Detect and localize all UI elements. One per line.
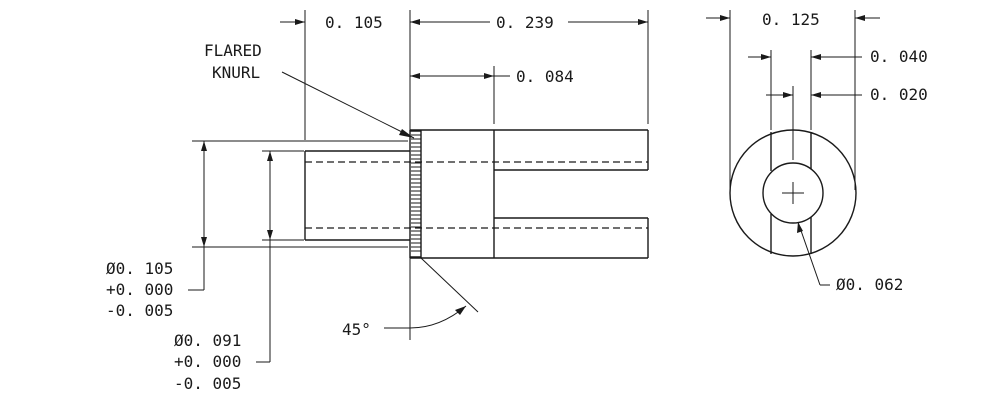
arrowhead — [797, 222, 803, 233]
arrowhead — [455, 306, 466, 315]
dim-od-label: Ø0. 105 — [106, 259, 173, 278]
arrowhead — [811, 54, 821, 60]
dim-hole-dia-label: Ø0. 062 — [836, 275, 903, 294]
arrowhead — [267, 230, 273, 240]
arrowhead — [201, 141, 207, 151]
end-view-dimensions: 0. 125 0. 040 0. 020 Ø0. 062 — [706, 10, 928, 294]
side-view-dimensions: 0. 105 0. 239 0. 084 FLARED KNURL Ø0. 10… — [106, 10, 649, 393]
dim-slot-depth-label: 0. 084 — [516, 67, 574, 86]
end-view-bore-circle — [762, 162, 824, 224]
arrowhead — [761, 54, 771, 60]
arrowhead — [720, 15, 730, 21]
dim-outer-width-label: 0. 125 — [762, 10, 820, 29]
note-knurl-line2: KNURL — [212, 63, 260, 82]
arrowhead — [201, 237, 207, 247]
knurl-hatch — [411, 134, 421, 252]
dim-od-tol-plus: +0. 000 — [106, 280, 173, 299]
dim-od-tol-minus: -0. 005 — [106, 301, 173, 320]
dim-id-label: Ø0. 091 — [174, 331, 241, 350]
dim-body-label: 0. 239 — [496, 13, 554, 32]
arrowhead — [811, 92, 821, 98]
dim-shoulder-label: 0. 105 — [325, 13, 383, 32]
dim-angle-label: 45° — [342, 320, 371, 339]
note-knurl-line1: FLARED — [204, 41, 262, 60]
arrowhead — [399, 129, 414, 138]
leader-knurl — [281, 71, 415, 139]
flared-knurl-outline — [410, 130, 422, 258]
arrowhead — [410, 73, 420, 79]
arrowhead — [783, 92, 793, 98]
angle-ext-line — [420, 257, 479, 313]
dim-offset-label: 0. 020 — [870, 85, 928, 104]
leader-hole — [797, 221, 821, 286]
dim-slot-width-label: 0. 040 — [870, 47, 928, 66]
dim-id-tol-minus: -0. 005 — [174, 374, 241, 393]
arrowhead — [295, 19, 305, 25]
arrowhead — [855, 15, 865, 21]
arrowhead — [484, 73, 494, 79]
dim-id-tol-plus: +0. 000 — [174, 352, 241, 371]
side-view — [304, 129, 649, 259]
arrowhead — [267, 151, 273, 161]
arrowhead — [638, 19, 648, 25]
